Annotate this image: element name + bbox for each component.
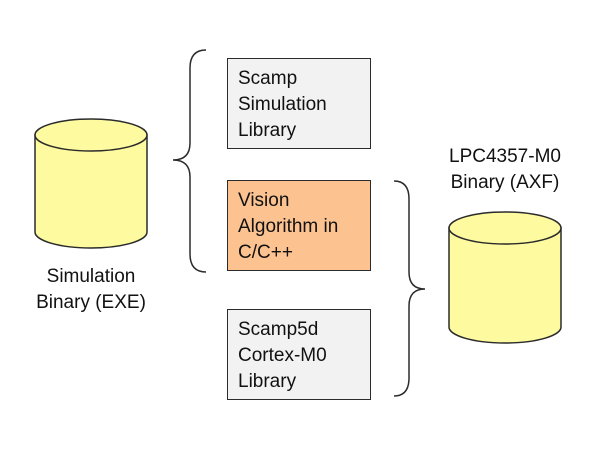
box-line: Scamp [238, 68, 298, 89]
box-line: Scamp5d [238, 319, 319, 340]
scamp5d-cortex-library-box: Scamp5d Cortex-M0 Library [227, 309, 371, 400]
box-line: Library [238, 120, 297, 141]
simulation-binary-cylinder [34, 118, 148, 249]
lpc-binary-cylinder [448, 211, 562, 344]
cylinder-body [448, 227, 562, 344]
scamp-simulation-library-box: Scamp Simulation Library [227, 58, 371, 149]
left-brace [172, 49, 207, 273]
cylinder-top [448, 211, 562, 245]
box-line: C/C++ [238, 242, 293, 263]
cylinder-body [34, 134, 148, 249]
vision-algorithm-box: Vision Algorithm in C/C++ [227, 180, 371, 271]
cylinder-top [34, 118, 148, 152]
box-line: Simulation [238, 94, 327, 115]
lpc-binary-label: LPC4357-M0 Binary (AXF) [424, 144, 586, 196]
label-line: Binary (AXF) [450, 172, 560, 193]
simulation-binary-label: Simulation Binary (EXE) [10, 264, 172, 316]
box-line: Library [238, 371, 297, 392]
label-line: LPC4357-M0 [449, 146, 561, 167]
box-line: Algorithm in [238, 216, 339, 237]
box-line: Vision [238, 190, 290, 211]
label-line: Binary (EXE) [36, 292, 146, 313]
label-line: Simulation [46, 266, 136, 287]
box-line: Cortex-M0 [238, 345, 327, 366]
right-brace [393, 180, 426, 397]
